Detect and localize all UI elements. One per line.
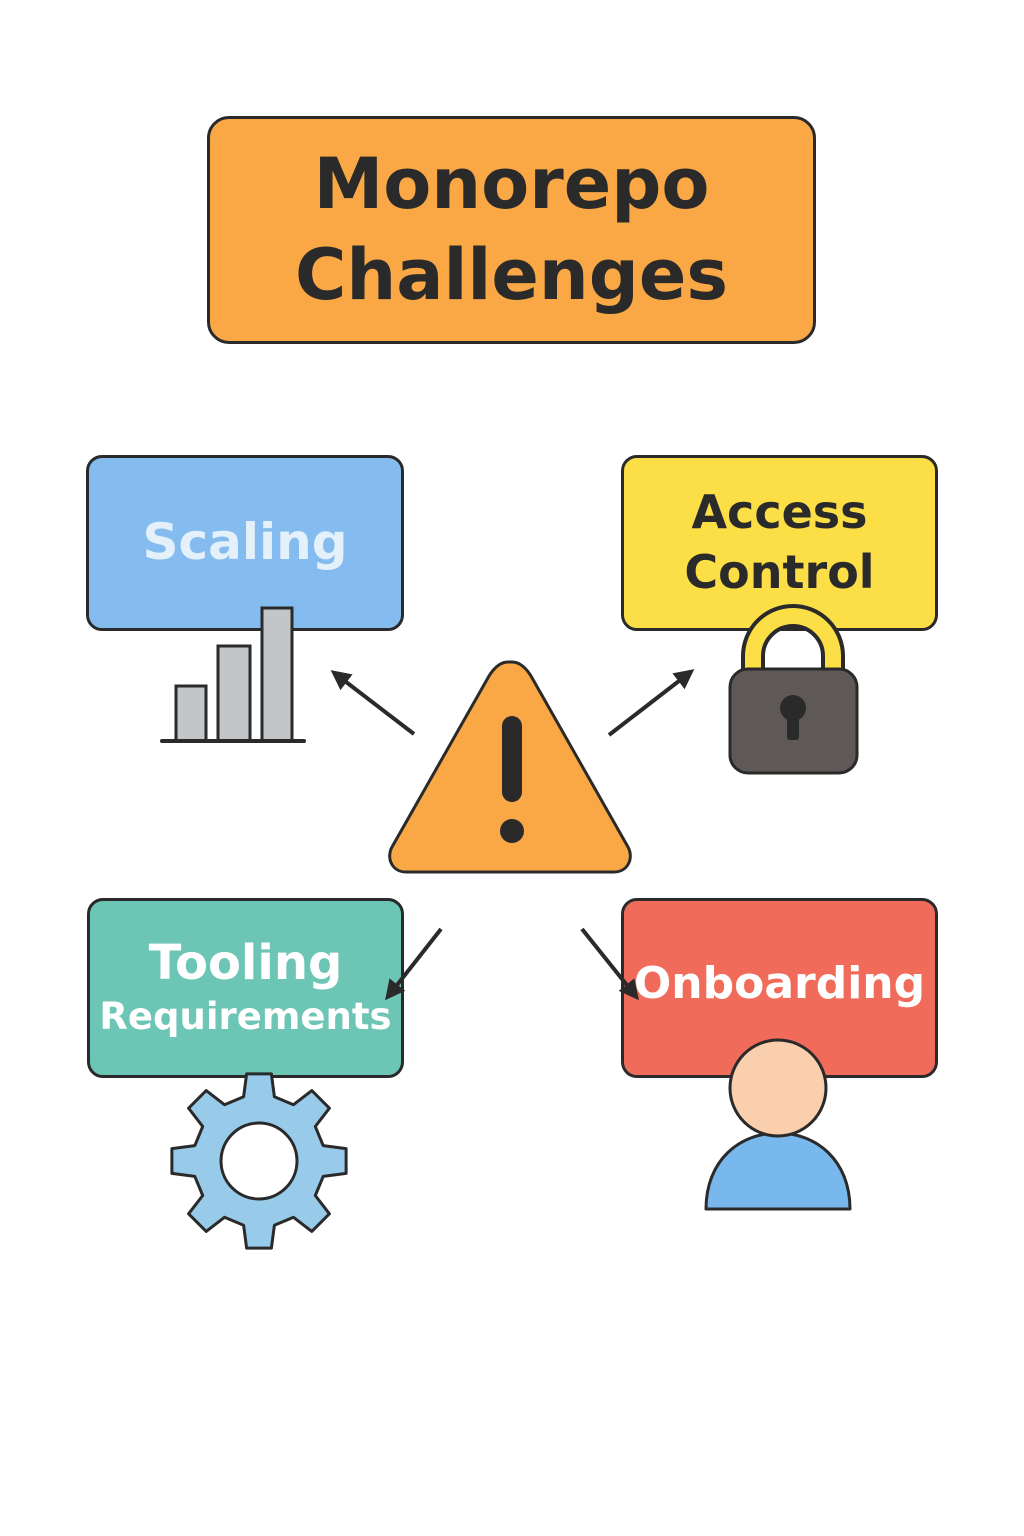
access-control-node: Access Control [621,455,938,631]
arrow-to-access-control [607,669,695,737]
tooling-label-line-1: Tooling [148,935,343,992]
title-line-2: Challenges [295,234,728,316]
arrow-to-scaling [330,670,416,736]
access-control-label-line-2: Control [684,545,875,599]
scaling-node: Scaling [86,455,404,631]
tooling-label-line-2: Requirements [99,994,392,1038]
padlock-icon [728,604,859,775]
title-line-1: Monorepo [313,143,710,225]
access-control-label-line-1: Access [691,485,868,540]
warning-icon [388,660,632,874]
onboarding-node: Onboarding [621,898,938,1078]
tooling-requirements-node: Tooling Requirements [87,898,404,1078]
gear-icon [170,1072,348,1250]
scaling-label: Scaling [142,513,348,572]
diagram-title: Monorepo Challenges [207,116,816,344]
onboarding-label: Onboarding [633,958,926,1009]
